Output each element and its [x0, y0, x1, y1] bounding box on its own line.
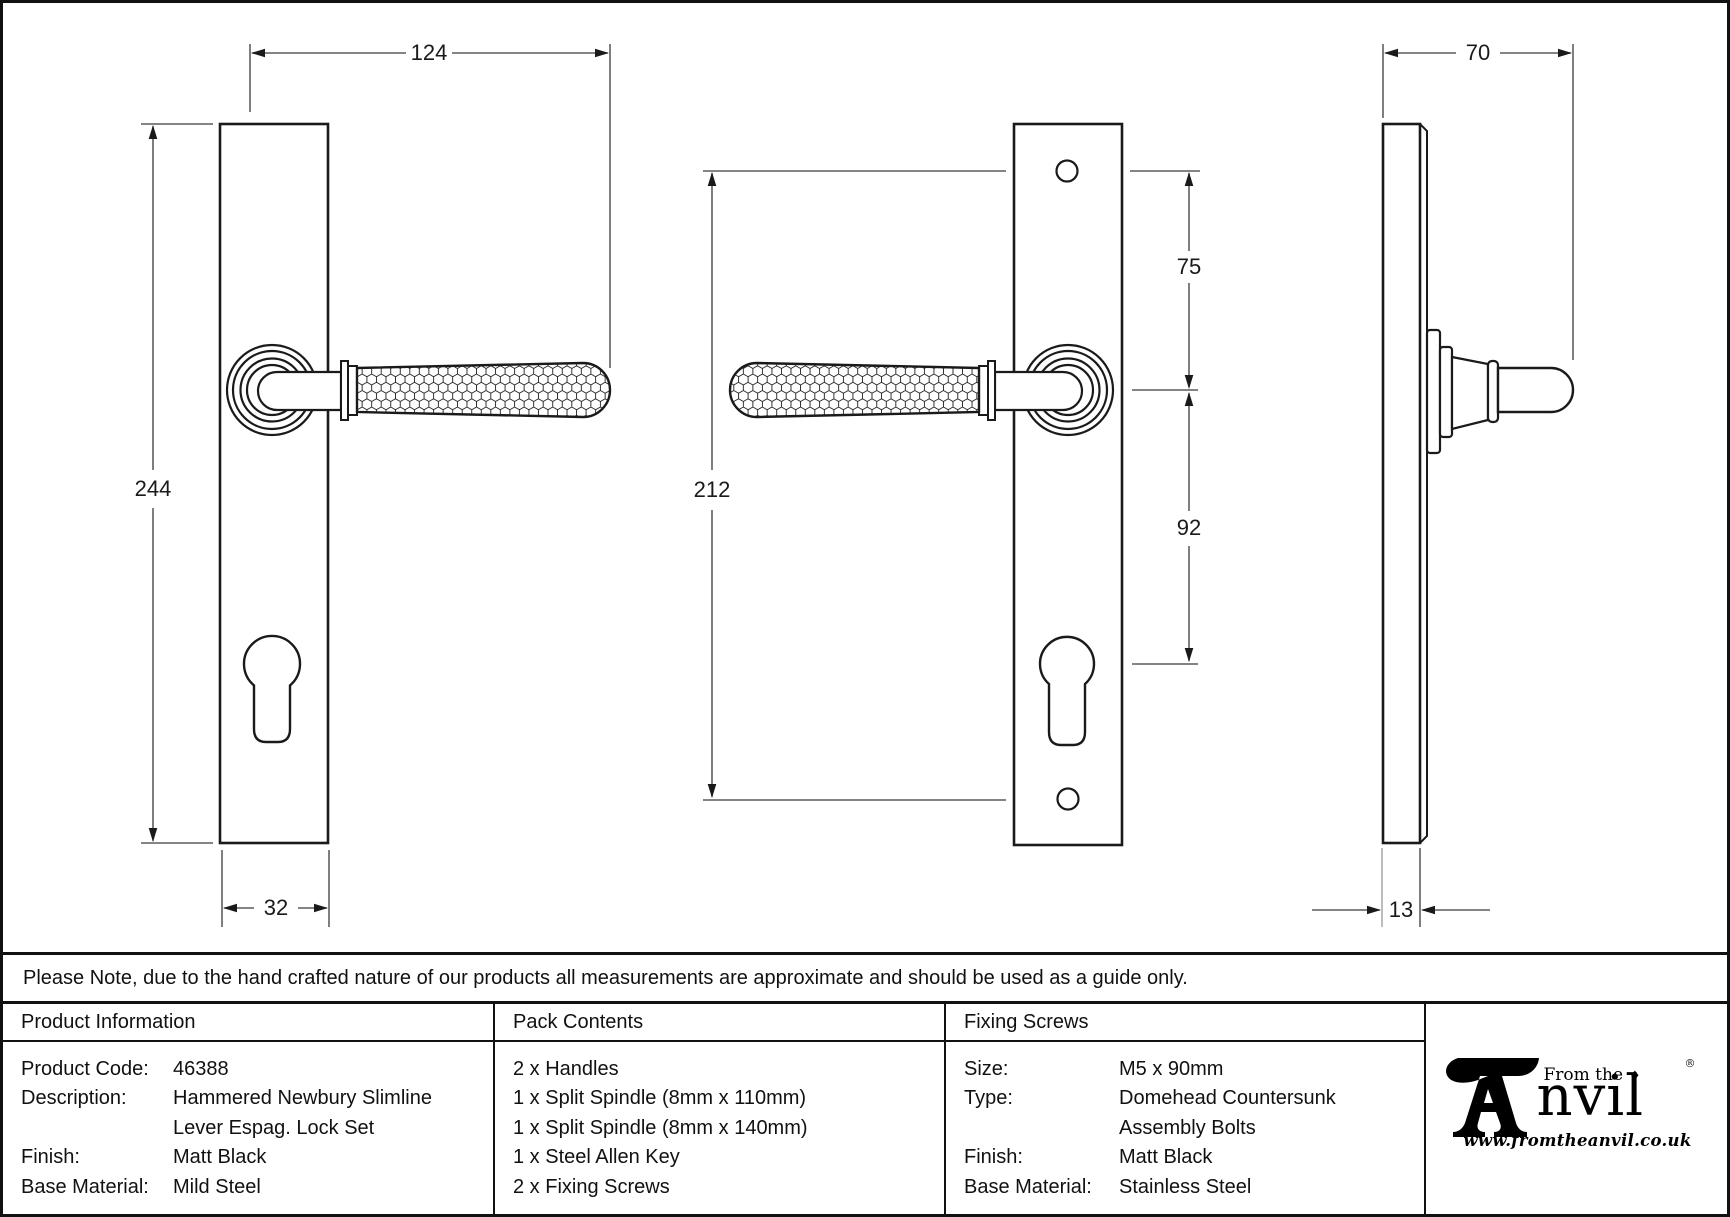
- dim-top-screw-to-handle: 75: [1177, 254, 1201, 279]
- backplate: [1012, 122, 1124, 847]
- technical-drawing-area: 124 244 32: [3, 3, 1727, 952]
- row-value: 46388: [173, 1058, 229, 1080]
- fixing-screws-column: Fixing Screws Size: M5 x 90mm Type: Dome…: [944, 1004, 1424, 1214]
- row-label: [21, 1114, 173, 1143]
- drawings-svg: 124 244 32: [135, 40, 1575, 927]
- product-information-column: Product Information Product Code: 46388 …: [3, 1004, 493, 1214]
- row-value: Matt Black: [1119, 1146, 1213, 1169]
- list-item: 2 x Fixing Screws: [513, 1175, 670, 1198]
- dim-lever-length: 124: [411, 40, 448, 65]
- product-information-body: Product Code: 46388 Description: Hammere…: [3, 1042, 493, 1214]
- spec-table: Product Information Product Code: 46388 …: [3, 1004, 1727, 1214]
- column-header-label: Pack Contents: [513, 1010, 644, 1033]
- anvil-icon: [1445, 1058, 1539, 1137]
- handle-front-view: [218, 122, 612, 845]
- row-value: Domehead Countersunk: [1119, 1087, 1336, 1110]
- measurement-disclaimer-text: Please Note, due to the hand crafted nat…: [23, 966, 1188, 989]
- table-row: Finish: Matt Black: [21, 1143, 493, 1172]
- list-item: 1 x Steel Allen Key: [513, 1146, 680, 1169]
- fixing-screws-body: Size: M5 x 90mm Type: Domehead Countersu…: [946, 1042, 1424, 1214]
- row-value: Lever Espag. Lock Set: [173, 1116, 375, 1139]
- row-value: Mild Steel: [173, 1175, 261, 1198]
- lever-neck: [993, 370, 1084, 412]
- screw-hole-top: [1055, 159, 1079, 183]
- lever-profile: [1496, 366, 1575, 414]
- table-row: Description: Hammered Newbury Slimline: [21, 1084, 493, 1113]
- pack-contents-column: Pack Contents 2 x Handles 1 x Split Spin…: [493, 1004, 944, 1214]
- row-label: Product Code:: [21, 1058, 149, 1080]
- dim-projection: 70: [1466, 40, 1490, 65]
- row-label: Type:: [964, 1087, 1013, 1110]
- row-label: Description:: [21, 1087, 127, 1110]
- handle-side-view: [1381, 122, 1575, 845]
- screw-hole-bottom: [1056, 787, 1080, 811]
- lever-neck: [256, 370, 343, 412]
- table-row: Size: M5 x 90mm: [964, 1055, 1424, 1084]
- logo-url: www.fromtheanvil.co.uk: [1463, 1131, 1692, 1150]
- backplate-bevel: [1419, 123, 1428, 844]
- table-row: Base Material: Mild Steel: [21, 1173, 493, 1202]
- table-row: Finish: Matt Black: [964, 1143, 1424, 1172]
- row-label: Finish:: [21, 1146, 80, 1169]
- side-view-dimensions: [1312, 44, 1574, 927]
- table-row: Type: Domehead Countersunk: [964, 1084, 1424, 1113]
- dim-screw-centres: 212: [694, 477, 731, 502]
- table-row: Lever Espag. Lock Set: [21, 1114, 493, 1143]
- reverse-view-dimensions: [703, 170, 1200, 801]
- pack-contents-header: Pack Contents: [495, 1004, 944, 1042]
- row-label: Size:: [964, 1058, 1009, 1080]
- front-view-dimensions: [141, 44, 611, 927]
- registered-trademark-icon: ®: [1684, 1057, 1696, 1070]
- logo-tagline: From the ♦: [1544, 1065, 1694, 1085]
- row-value: Matt Black: [173, 1146, 267, 1169]
- lever-collar: [340, 360, 358, 421]
- from-the-anvil-logo: nvil From the ♦ ® www.fromtheanvil.co.uk: [1442, 1051, 1712, 1155]
- dim-plate-width: 32: [264, 895, 288, 920]
- fixing-screws-header: Fixing Screws: [946, 1004, 1424, 1042]
- logo-tagline-text: From the: [1543, 1065, 1624, 1085]
- row-value: Assembly Bolts: [1119, 1116, 1256, 1139]
- table-row: Base Material: Stainless Steel: [964, 1173, 1424, 1202]
- row-value: M5 x 90mm: [1119, 1058, 1224, 1080]
- row-value: Stainless Steel: [1119, 1175, 1252, 1198]
- brand-wordmark: nvil: [1537, 1069, 1645, 1125]
- row-label: [964, 1114, 1119, 1143]
- backplate: [218, 122, 330, 845]
- rose-profile: [1425, 328, 1500, 455]
- table-row: Assembly Bolts: [964, 1114, 1424, 1143]
- dim-handle-to-cylinder: 92: [1177, 515, 1201, 540]
- table-row: Product Code: 46388: [21, 1055, 493, 1084]
- euro-keyhole: [1038, 635, 1096, 747]
- brand-logo-cell: nvil From the ♦ ® www.fromtheanvil.co.uk: [1424, 1004, 1727, 1214]
- dim-plate-thickness: 13: [1389, 897, 1413, 922]
- lever-collar: [978, 360, 996, 421]
- handle-reverse-view: [728, 122, 1124, 847]
- column-header-label: Product Information: [21, 1010, 196, 1033]
- column-header-label: Fixing Screws: [964, 1010, 1089, 1033]
- diamond-icon: ♦: [1629, 1069, 1641, 1084]
- product-information-header: Product Information: [3, 1004, 493, 1042]
- brand-wordmark-text: nvil: [1536, 1064, 1645, 1129]
- list-item: 1 x Split Spindle (8mm x 140mm): [513, 1116, 808, 1139]
- backplate-profile: [1381, 122, 1422, 845]
- row-label: Base Material:: [964, 1175, 1092, 1198]
- lever-grip-hammered: [728, 361, 981, 419]
- row-label: Finish:: [964, 1146, 1023, 1169]
- dim-plate-height: 244: [135, 476, 172, 501]
- lever-grip-hammered: [355, 361, 612, 419]
- euro-keyhole: [242, 634, 302, 744]
- list-item: 2 x Handles: [513, 1058, 619, 1080]
- pack-contents-body: 2 x Handles 1 x Split Spindle (8mm x 110…: [495, 1042, 944, 1214]
- row-label: Base Material:: [21, 1175, 149, 1198]
- measurement-disclaimer-bar: Please Note, due to the hand crafted nat…: [3, 952, 1727, 1004]
- list-item: 1 x Split Spindle (8mm x 110mm): [513, 1087, 807, 1110]
- row-value: Hammered Newbury Slimline: [173, 1087, 432, 1110]
